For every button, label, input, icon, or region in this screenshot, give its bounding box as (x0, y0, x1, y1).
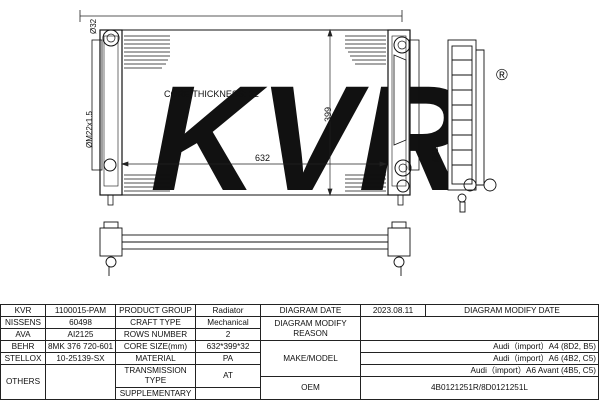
behr-value: 8MK 376 720-601 (45, 340, 116, 353)
model-line-1: Audi（import）A4 (8D2, B5) (360, 340, 599, 353)
diagram-modify-reason-value (360, 316, 599, 341)
model-line-3: Audi（import）A6 Avant (4B5, C5) (360, 364, 599, 377)
product-group-value: Radiator (195, 304, 261, 317)
supplementary-value (195, 387, 261, 400)
stellox-value: 10-25139-SX (45, 352, 116, 365)
spec-row-5: STELLOX 10-25139-SX MATERIAL PA Audi（imp… (0, 352, 599, 365)
core-size-label: CORE SIZE(mm) (115, 340, 196, 353)
radiator-bottom-view (99, 221, 411, 276)
spec-row-7: OEM 4B0121251R/8D0121251L (1, 376, 599, 400)
transmission-type-label: TRANSMISSION TYPE (115, 364, 196, 388)
spec-row-2: NISSENS 60498 CRAFT TYPE Mechanical DIAG… (0, 316, 599, 341)
others-value (45, 364, 116, 400)
diagram-modify-reason-label: DIAGRAM MODIFY REASON (260, 316, 361, 341)
model-line-2: Audi（import）A6 (4B2, C5) (360, 352, 599, 365)
spec-row-1: KVR 1100015-PAM PRODUCT GROUP Radiator D… (0, 304, 599, 317)
others-label: OTHERS (0, 364, 46, 400)
height-label: 399 (323, 107, 333, 122)
top-dimension (79, 10, 403, 22)
outlet-diameter-label: Ø32 (431, 146, 440, 162)
spec-row-4: BEHR 8MK 376 720-601 CORE SIZE(mm) 632*3… (0, 340, 599, 377)
radiator-technical-drawing: KVR ® (79, 10, 508, 276)
nissens-value: 60498 (45, 316, 116, 329)
radiator-side-view (447, 39, 497, 213)
thread-label: ØM22x1.5 (85, 111, 94, 148)
make-model-label: MAKE/MODEL (260, 340, 361, 377)
radiator-front-view (91, 29, 420, 206)
ava-label: AVA (0, 328, 46, 341)
rows-number-label: ROWS NUMBER (115, 328, 196, 341)
core-thickness-label: CORE THICKNESS: 32 (164, 89, 259, 99)
diagram-date-label: DIAGRAM DATE (260, 304, 361, 317)
behr-label: BEHR (0, 340, 46, 353)
diagram-modify-date-label: DIAGRAM MODIFY DATE (425, 304, 599, 317)
nissens-label: NISSENS (0, 316, 46, 329)
rows-number-value: 2 (195, 328, 261, 341)
supplementary-label: SUPPLEMENTARY (115, 387, 196, 400)
width-label: 632 (255, 153, 270, 163)
craft-type-label: CRAFT TYPE (115, 316, 196, 329)
spec-row-8: SUPPLEMENTARY (1, 387, 599, 400)
specification-table: KVR 1100015-PAM PRODUCT GROUP Radiator D… (0, 304, 599, 400)
core-dimensions (120, 28, 388, 197)
material-label: MATERIAL (115, 352, 196, 365)
inlet-diameter-label: Ø32 (89, 18, 98, 34)
stellox-label: STELLOX (0, 352, 46, 365)
ava-value: AI2125 (45, 328, 116, 341)
kvr-watermark: KVR (150, 54, 467, 222)
kvr-value: 1100015-PAM (45, 304, 116, 317)
oem-value: 4B0121251R/8D0121251L (360, 376, 599, 400)
product-group-label: PRODUCT GROUP (115, 304, 196, 317)
craft-type-value: Mechanical (195, 316, 261, 329)
core-size-value: 632*399*32 (195, 340, 261, 353)
diagram-date-value: 2023.08.11 (360, 304, 426, 317)
transmission-type-value: AT (195, 364, 261, 388)
oem-label: OEM (260, 376, 361, 400)
kvr-label: KVR (0, 304, 46, 317)
material-value: PA (195, 352, 261, 365)
registered-mark: ® (496, 67, 508, 84)
